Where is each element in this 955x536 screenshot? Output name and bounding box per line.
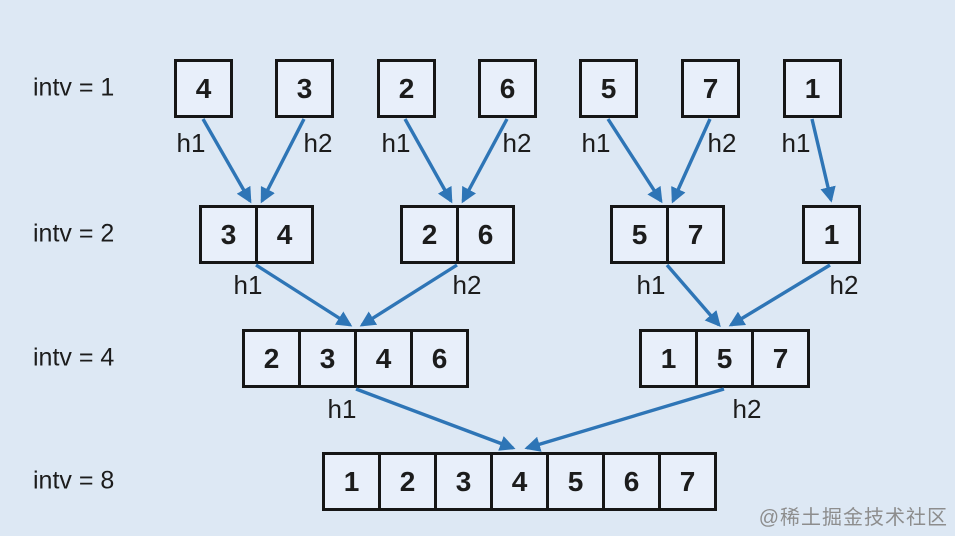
- array-cell: 3: [275, 59, 334, 118]
- array-cell: 6: [456, 205, 515, 264]
- array-cell: 7: [681, 59, 740, 118]
- array-box: 6: [478, 59, 537, 118]
- array-cell: 2: [377, 59, 436, 118]
- merge-arrow: [671, 118, 712, 204]
- array-cell: 5: [695, 329, 754, 388]
- array-cell: 4: [255, 205, 314, 264]
- array-cell: 1: [322, 452, 381, 511]
- array-cell: 5: [610, 205, 669, 264]
- half-label: h2: [303, 128, 333, 158]
- half-label: h1: [636, 270, 666, 300]
- merge-arrow: [255, 263, 353, 327]
- merge-arrow: [260, 118, 306, 204]
- merge-arrow: [606, 118, 663, 204]
- merge-arrow: [201, 118, 252, 204]
- half-label: h1: [381, 128, 411, 158]
- merge-arrow: [461, 118, 509, 204]
- array-cell: 1: [639, 329, 698, 388]
- array-box: 1: [802, 205, 861, 264]
- array-cell: 1: [783, 59, 842, 118]
- merge-arrow: [665, 263, 721, 328]
- array-cell: 7: [658, 452, 717, 511]
- half-label: h1: [176, 128, 206, 158]
- half-label: h1: [781, 128, 811, 158]
- merge-arrow: [810, 118, 836, 203]
- array-cell: 6: [410, 329, 469, 388]
- half-label: h1: [233, 270, 263, 300]
- interval-label: intv = 8: [33, 466, 115, 495]
- array-cell: 7: [666, 205, 725, 264]
- array-cell: 3: [434, 452, 493, 511]
- array-box: 5: [579, 59, 638, 118]
- array-box: 2: [377, 59, 436, 118]
- half-label: h2: [502, 128, 532, 158]
- watermark: @稀土掘金技术社区: [758, 507, 948, 529]
- half-label: h2: [829, 270, 859, 300]
- interval-label: intv = 2: [33, 219, 115, 248]
- array-cell: 3: [199, 205, 258, 264]
- array-cell: 6: [602, 452, 661, 511]
- array-box: 1: [783, 59, 842, 118]
- half-label: h1: [581, 128, 611, 158]
- array-cell: 2: [242, 329, 301, 388]
- half-label: h2: [707, 128, 737, 158]
- array-cell: 4: [490, 452, 549, 511]
- array-cell: 6: [478, 59, 537, 118]
- merge-arrow: [355, 387, 516, 451]
- interval-label: intv = 1: [33, 73, 115, 102]
- half-label: h2: [732, 394, 762, 424]
- array-box: 4: [174, 59, 233, 118]
- array-cell: 2: [400, 205, 459, 264]
- array-cell: 1: [802, 205, 861, 264]
- array-cell: 5: [579, 59, 638, 118]
- array-cell: 4: [174, 59, 233, 118]
- merge-arrow: [359, 263, 458, 327]
- array-cell: 5: [546, 452, 605, 511]
- merge-arrow: [728, 263, 831, 327]
- interval-label: intv = 4: [33, 343, 115, 372]
- array-cell: 3: [298, 329, 357, 388]
- merge-arrow: [524, 387, 725, 452]
- array-cell: 4: [354, 329, 413, 388]
- merge-arrow: [403, 118, 453, 204]
- array-box: 3: [275, 59, 334, 118]
- half-label: h2: [452, 270, 482, 300]
- half-label: h1: [327, 394, 357, 424]
- array-cell: 7: [751, 329, 810, 388]
- array-cell: 2: [378, 452, 437, 511]
- array-box: 7: [681, 59, 740, 118]
